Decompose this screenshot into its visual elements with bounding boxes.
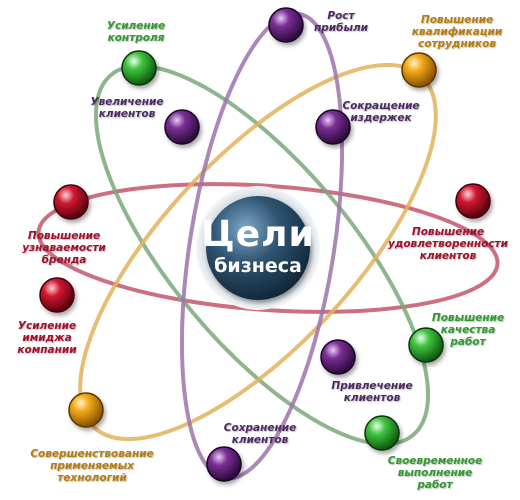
label-sokrashchenie-izderzhek: Сокращение издержек <box>342 100 420 124</box>
node-privlechenie-klientov <box>320 339 356 375</box>
nodes <box>39 7 491 482</box>
label-povyshenie-kachestva: Повышение качества работ <box>431 312 505 348</box>
label-uvelichenie-klientov: Увеличение клиентов <box>90 96 164 120</box>
label-usilenie-kontrolya: Усиление контроля <box>106 20 166 44</box>
node-sohranenie-klientov <box>206 446 242 482</box>
node-svoevremennoe-vypolnenie <box>364 415 400 451</box>
center-core <box>196 186 320 310</box>
center-title: Цели бизнеса <box>195 203 321 293</box>
node-usilenie-kontrolya <box>121 50 157 86</box>
node-uvelichenie-klientov <box>164 109 200 145</box>
orbit-red <box>36 182 500 314</box>
node-povyshenie-kvalifikacii <box>401 52 437 88</box>
center-title-line2: бизнеса <box>214 255 302 277</box>
node-povyshenie-kachestva <box>408 327 444 363</box>
label-sovershenstvovanie-tehnologiy: Совершенствование применяемых технологий <box>30 448 154 484</box>
center-title-line1: Цели <box>201 214 315 255</box>
node-povyshenie-udovletvorennosti <box>455 183 491 219</box>
label-povyshenie-kvalifikacii: Повышение квалификации сотрудников <box>411 14 503 50</box>
label-privlechenie-klientov: Привлечение клиентов <box>331 380 413 404</box>
label-svoevremennoe-vypolnenie: Своевременное выполнение работ <box>387 455 483 491</box>
label-sohranenie-klientov: Сохранение клиентов <box>223 422 297 446</box>
label-povyshenie-uznavaemosti: Повышение узнаваемости бренда <box>22 230 106 266</box>
node-sovershenstvovanie-tehnologiy <box>68 392 104 428</box>
label-povyshenie-udovletvorennosti: Повышение удовлетворенности клиентов <box>388 226 508 262</box>
label-usilenie-imidzha: Усиление имиджа компании <box>17 320 77 356</box>
node-usilenie-imidzha <box>39 277 75 313</box>
label-rost-pribyli: Рост прибыли <box>313 10 368 34</box>
node-povyshenie-uznavaemosti <box>53 184 89 220</box>
node-rost-pribyli <box>268 7 304 43</box>
node-sokrashchenie-izderzhek <box>315 109 351 145</box>
orbit-green <box>93 63 431 447</box>
